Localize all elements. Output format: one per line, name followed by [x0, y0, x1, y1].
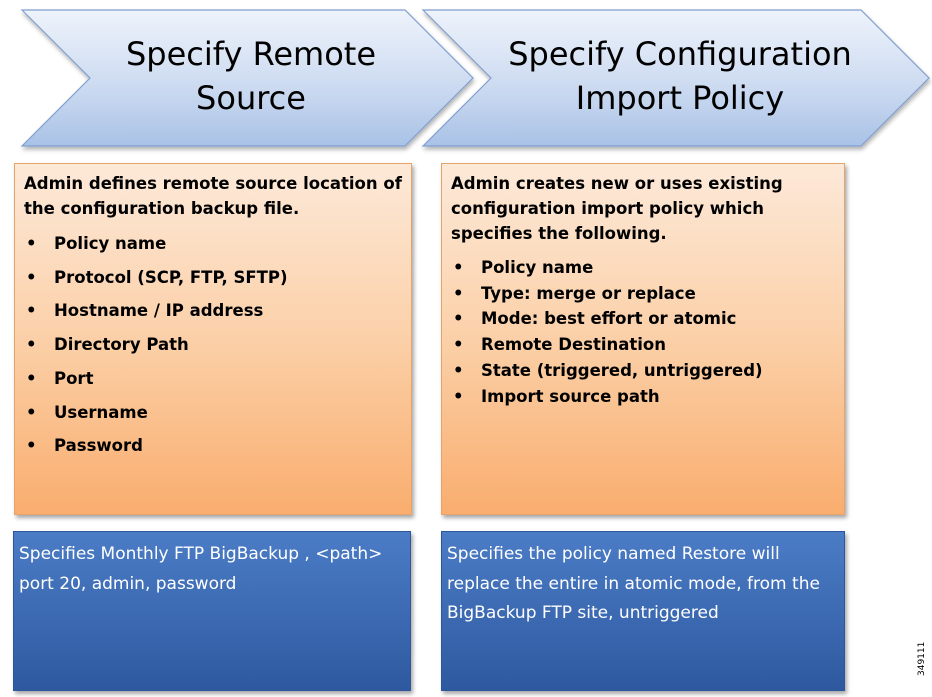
list-item-text: Policy name	[54, 234, 167, 253]
list-item: • State (triggered, untriggered)	[451, 358, 836, 384]
bullet: •	[453, 386, 464, 406]
step-2-intro: Admin creates new or uses existing confi…	[451, 174, 783, 243]
list-item-text: Remote Destination	[481, 335, 667, 355]
bullet: •	[453, 309, 464, 329]
step-1-intro: Admin defines remote source location of …	[24, 174, 402, 218]
list-item-text: Password	[54, 436, 143, 456]
list-item: • Remote Destination	[451, 332, 836, 358]
step-1-example-box: Specifies Monthly FTP BigBackup , <path>…	[13, 531, 411, 691]
step-1-title-line-1: Specify Remote	[125, 35, 377, 73]
process-chevrons	[20, 9, 930, 147]
step-1-example-text: Specifies Monthly FTP BigBackup , <path>…	[19, 544, 383, 594]
list-item: • Port	[24, 362, 403, 396]
list-item-text: Directory Path	[54, 335, 189, 355]
bullet: •	[26, 436, 37, 456]
step-1-details-box: Admin defines remote source location of …	[14, 163, 412, 515]
list-item-text: Protocol (SCP, FTP, SFTP)	[54, 267, 288, 287]
list-item: • Protocol (SCP, FTP, SFTP)	[24, 261, 403, 295]
list-item-text: Port	[54, 368, 94, 388]
bullet: •	[453, 360, 464, 380]
bullet: •	[26, 368, 37, 388]
list-item-text: Hostname / IP address	[54, 301, 264, 321]
step-2-example-text: Specifies the policy named Restore will …	[447, 544, 820, 623]
step-2-example-box: Specifies the policy named Restore will …	[441, 531, 845, 691]
list-item: • Username	[24, 396, 403, 430]
bullet: •	[26, 402, 37, 422]
bullet: •	[26, 301, 37, 321]
step-2-title-line-1: Specify Configuration	[508, 35, 852, 73]
list-item-text: Type: merge or replace	[481, 283, 696, 303]
step-1-title: Specify Remote Source	[90, 32, 412, 120]
list-item: • Policy name	[451, 255, 836, 281]
list-item-text: Mode: best effort or atomic	[481, 309, 737, 329]
bullet: •	[453, 335, 464, 355]
list-item: • Hostname / IP address	[24, 294, 403, 328]
step-2-title: Specify Configuration Import Policy	[485, 32, 875, 120]
step-2-details-box: Admin creates new or uses existing confi…	[441, 163, 845, 515]
step-2-title-line-2: Import Policy	[575, 79, 785, 117]
list-item-text: Username	[54, 402, 148, 422]
list-item: • Policy name	[24, 227, 403, 261]
list-item: • Password	[24, 429, 403, 463]
list-item: • Directory Path	[24, 328, 403, 362]
step-1-item-list: •Policy name •Protocol (SCP, FTP, SFTP) …	[24, 227, 403, 463]
step-1-title-line-2: Source	[196, 79, 306, 117]
bullet: •	[453, 283, 464, 303]
list-item: • Import source path	[451, 384, 836, 410]
bullet: •	[453, 258, 464, 277]
bullet: •	[26, 234, 37, 253]
step-2-item-list: • Policy name • Type: merge or replace • Mo…	[451, 255, 836, 409]
list-item: • Mode: best effort or atomic	[451, 306, 836, 332]
bullet: •	[26, 335, 37, 355]
list-item-text: State (triggered, untriggered)	[481, 360, 763, 380]
list-item-text: Import source path	[481, 386, 660, 406]
list-item: • Type: merge or replace	[451, 281, 836, 307]
chevron-step-1	[20, 9, 474, 147]
chevron-step-2	[421, 9, 930, 147]
figure-id: 349111	[917, 641, 927, 676]
bullet: •	[26, 267, 37, 287]
list-item-text: Policy name	[481, 258, 594, 277]
